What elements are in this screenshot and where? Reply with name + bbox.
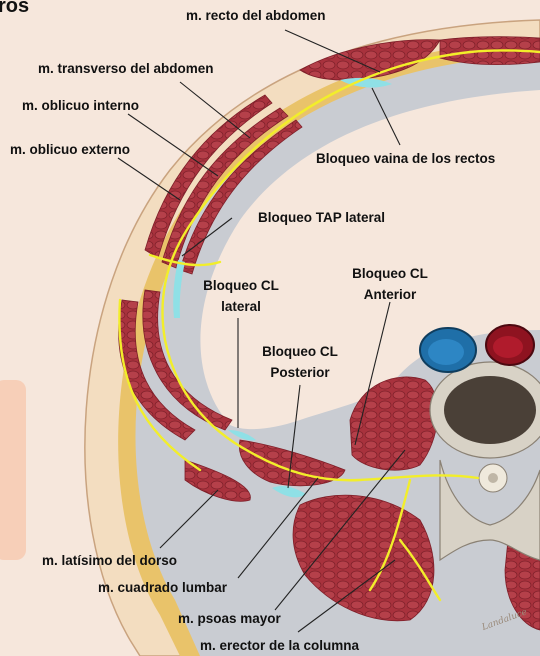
label-bloqueo-cl-anterior-1: Bloqueo CL xyxy=(352,266,428,281)
label-bloqueo-cl-lateral-1: Bloqueo CL xyxy=(203,278,279,293)
spinal-cord-center xyxy=(488,473,498,483)
label-cuadrado: m. cuadrado lumbar xyxy=(98,580,228,595)
vena-cava-inner xyxy=(493,336,523,358)
label-bloqueo-tap: Bloqueo TAP lateral xyxy=(258,210,385,225)
label-recto: m. recto del abdomen xyxy=(186,8,326,23)
aorta-inner xyxy=(428,339,464,365)
side-tab xyxy=(0,380,26,560)
label-latisimo: m. latísimo del dorso xyxy=(42,553,177,568)
label-bloqueo-vaina: Bloqueo vaina de los rectos xyxy=(316,151,495,166)
label-bloqueo-cl-posterior-2: Posterior xyxy=(270,365,330,380)
label-bloqueo-cl-posterior-1: Bloqueo CL xyxy=(262,344,338,359)
label-oblicuo-interno: m. oblicuo interno xyxy=(22,98,139,113)
label-transverso: m. transverso del abdomen xyxy=(38,61,214,76)
vertebral-body-core xyxy=(444,376,536,444)
heading-fragment: ros xyxy=(0,0,29,17)
label-erector: m. erector de la columna xyxy=(200,638,360,653)
label-psoas: m. psoas mayor xyxy=(178,611,282,626)
label-bloqueo-cl-anterior-2: Anterior xyxy=(364,287,417,302)
label-oblicuo-externo: m. oblicuo externo xyxy=(10,142,130,157)
label-bloqueo-cl-lateral-2: lateral xyxy=(221,299,261,314)
